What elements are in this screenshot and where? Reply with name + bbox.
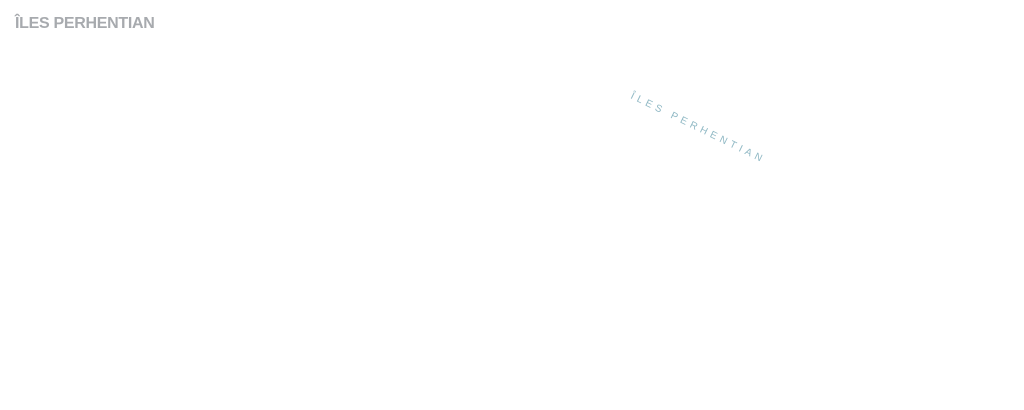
page-title: ÎLES PERHENTIAN	[15, 15, 155, 32]
